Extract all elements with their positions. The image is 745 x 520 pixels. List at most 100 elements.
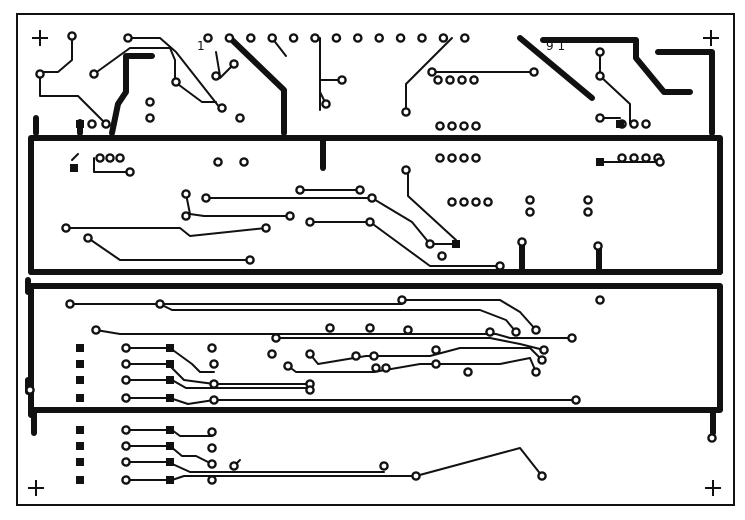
registration-marks: [28, 30, 721, 496]
round-pad: [123, 33, 133, 43]
round-pad: [411, 471, 421, 481]
trace: [39, 35, 107, 125]
square-pad: [70, 164, 78, 172]
round-pad: [145, 113, 155, 123]
round-pad: [295, 185, 305, 195]
round-pad: [235, 113, 245, 123]
round-pad: [65, 299, 75, 309]
round-pad: [401, 165, 411, 175]
round-pad: [201, 193, 211, 203]
round-pad: [365, 217, 375, 227]
round-pad: [438, 33, 449, 43]
power-rail-bottom-stubs: [31, 407, 716, 436]
square-pad: [76, 376, 84, 384]
round-pad: [485, 327, 495, 337]
round-pad: [641, 119, 651, 129]
round-pad: [403, 325, 413, 335]
round-pad: [401, 107, 411, 117]
trace: [69, 299, 537, 331]
board-outline: [16, 13, 735, 506]
trace: [205, 197, 455, 245]
round-pad: [525, 207, 535, 217]
signal-traces: [39, 35, 661, 481]
round-pad: [425, 239, 435, 249]
round-pad: [283, 361, 293, 371]
round-pad: [207, 443, 217, 453]
round-pad: [181, 189, 191, 199]
round-pad: [101, 119, 111, 129]
round-pad: [531, 325, 541, 335]
round-pad: [121, 375, 131, 385]
round-pad: [447, 153, 457, 163]
trace: [309, 221, 501, 267]
round-pad: [447, 197, 457, 207]
trace: [125, 429, 213, 437]
trace: [405, 37, 453, 113]
square-pad: [166, 476, 174, 484]
round-pad: [229, 461, 239, 471]
round-pad: [525, 195, 535, 205]
square-pad: [76, 458, 84, 466]
registration-mark-bottom-left: [28, 480, 44, 496]
round-pad: [395, 33, 406, 43]
trace: [125, 363, 311, 385]
round-pad: [337, 75, 347, 85]
round-pad: [459, 33, 470, 43]
square-pad: [76, 394, 84, 402]
round-pad: [145, 97, 155, 107]
round-pad: [595, 71, 605, 81]
round-pad: [267, 349, 277, 359]
round-pad: [427, 67, 437, 77]
round-pad: [321, 99, 331, 109]
round-pad: [121, 343, 131, 353]
trace: [125, 347, 215, 373]
round-pad: [67, 31, 77, 41]
trace: [127, 37, 221, 109]
power-rail-upper: [28, 135, 723, 275]
round-pad: [641, 153, 651, 163]
round-pad: [207, 475, 217, 485]
square-pad: [76, 442, 84, 450]
square-pad: [166, 394, 174, 402]
trace: [287, 357, 537, 373]
square-pad: [166, 458, 174, 466]
round-pad: [213, 157, 223, 167]
round-pad: [629, 153, 639, 163]
round-pad: [471, 153, 481, 163]
round-pad: [35, 69, 45, 79]
square-pad: [166, 344, 174, 352]
round-pad: [105, 153, 115, 163]
trace: [65, 227, 267, 237]
round-pad: [352, 33, 363, 43]
power-rail-top-far-right: [540, 37, 715, 136]
round-pad: [121, 441, 131, 451]
round-pad: [224, 33, 235, 43]
round-pad: [125, 167, 135, 177]
round-pad: [431, 345, 441, 355]
round-pad: [83, 233, 93, 243]
round-pad: [571, 395, 581, 405]
round-pad: [211, 71, 221, 81]
round-pad: [207, 427, 217, 437]
square-pad: [166, 442, 174, 450]
round-pad: [431, 359, 441, 369]
round-pad: [181, 211, 191, 221]
round-pad: [331, 33, 342, 43]
round-pad: [209, 395, 219, 405]
round-pad: [459, 153, 469, 163]
silkscreen-marking-left: 1: [197, 39, 205, 53]
round-pad: [437, 251, 447, 261]
round-pad: [305, 349, 315, 359]
round-pad: [583, 207, 593, 217]
round-pad: [121, 475, 131, 485]
round-pad: [397, 295, 407, 305]
square-pad: [76, 360, 84, 368]
silkscreen-marking-right: 9 1: [546, 39, 565, 53]
round-pad: [595, 113, 605, 123]
round-pad: [593, 241, 603, 251]
round-pad: [433, 75, 443, 85]
round-pad: [495, 261, 505, 271]
trace: [159, 303, 517, 333]
square-pad: [452, 240, 460, 248]
